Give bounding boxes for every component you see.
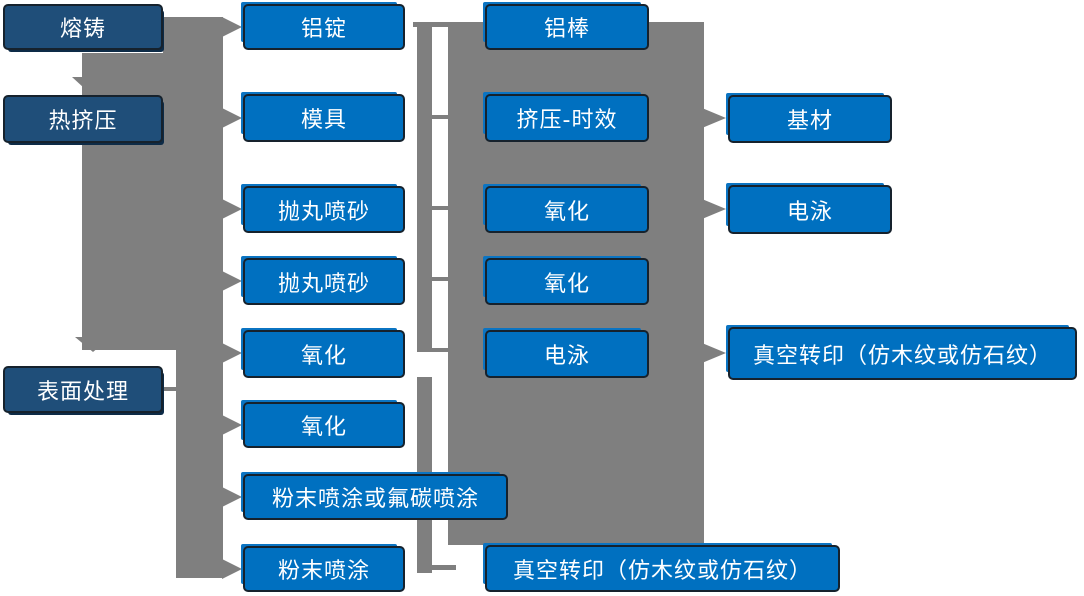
node-electrophoresis-2: 电泳 bbox=[728, 185, 892, 234]
arrow-right-shot-blasting-1-icon bbox=[222, 199, 242, 219]
node-melting-casting: 熔铸 bbox=[3, 4, 163, 50]
connector-tick-row8 bbox=[428, 565, 456, 570]
node-surface-treatment: 表面处理 bbox=[3, 366, 163, 413]
arrow-right-electrophoresis-2-icon bbox=[702, 199, 726, 219]
arrow-right-vacuum-transfer-icon bbox=[702, 343, 726, 363]
arrow-right-powder-fluoro-icon bbox=[222, 487, 242, 507]
node-powder-or-fluorocarbon-coating: 粉末喷涂或氟碳喷涂 bbox=[243, 474, 508, 520]
arrow-right-base-material-icon bbox=[702, 108, 726, 128]
node-shot-blasting-sandblasting-2: 抛丸喷砂 bbox=[243, 258, 405, 305]
node-electrophoresis-1: 电泳 bbox=[485, 330, 649, 378]
node-oxidation-4: 氧化 bbox=[485, 258, 649, 305]
connector-tick-row4 bbox=[432, 277, 450, 281]
connector-band-middle-upper bbox=[417, 22, 432, 352]
arrow-right-oxidation-2-icon bbox=[222, 415, 242, 435]
node-vacuum-transfer-print-right: 真空转印（仿木纹或仿石纹） bbox=[728, 327, 1077, 380]
arrow-down-surface-treatment-icon bbox=[75, 337, 111, 352]
node-aluminum-ingot: 铝锭 bbox=[243, 4, 405, 50]
connector-tick-row2 bbox=[432, 115, 450, 119]
connector-tick-surface-treatment bbox=[163, 387, 178, 391]
arrow-right-mold-icon bbox=[222, 108, 242, 128]
arrow-right-shot-blasting-2-icon bbox=[222, 271, 242, 291]
connector-band-left-stem bbox=[176, 350, 223, 578]
node-aluminum-rod: 铝棒 bbox=[485, 4, 649, 50]
node-base-material: 基材 bbox=[728, 95, 892, 143]
node-shot-blasting-sandblasting-1: 抛丸喷砂 bbox=[243, 186, 405, 233]
connector-band-left-top bbox=[163, 17, 223, 57]
node-hot-extrusion: 热挤压 bbox=[3, 95, 163, 143]
arrow-down-hot-extrusion-icon bbox=[72, 77, 96, 88]
node-oxidation-1: 氧化 bbox=[243, 330, 405, 378]
node-vacuum-transfer-print-bottom: 真空转印（仿木纹或仿石纹） bbox=[485, 545, 840, 592]
node-oxidation-2: 氧化 bbox=[243, 402, 405, 448]
node-mold: 模具 bbox=[243, 94, 405, 142]
node-powder-coating: 粉末喷涂 bbox=[243, 546, 405, 592]
arrow-right-oxidation-1-icon bbox=[222, 343, 242, 363]
connector-tick-row3 bbox=[432, 206, 450, 210]
node-extrusion-aging: 挤压-时效 bbox=[485, 94, 649, 142]
connector-tick-row1 bbox=[413, 22, 450, 27]
arrow-right-aluminum-ingot-icon bbox=[222, 17, 242, 37]
connector-tick-row5 bbox=[432, 348, 450, 352]
node-oxidation-3: 氧化 bbox=[485, 186, 649, 233]
arrow-right-powder-coating-icon bbox=[222, 559, 242, 579]
